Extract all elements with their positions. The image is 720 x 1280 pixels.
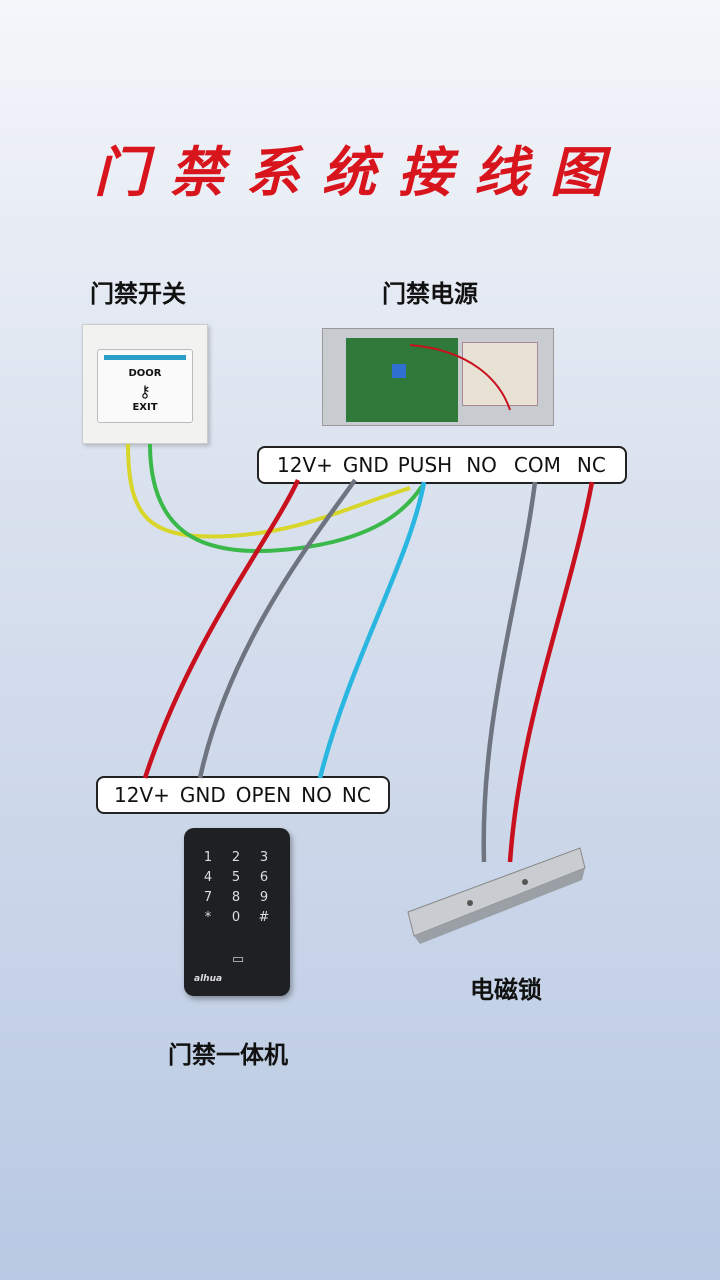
keypad-terminal-12v: 12V+ <box>114 783 170 807</box>
card-reader-icon: ▭ <box>231 952 245 967</box>
keypad-terminal-nc: NC <box>341 783 371 807</box>
exit-switch-stripe <box>104 355 186 360</box>
keypad-label: 门禁一体机 <box>168 1041 288 1069</box>
power-supply-component <box>392 364 406 378</box>
power-supply-label: 门禁电源 <box>382 280 478 308</box>
keypad-key: # <box>258 910 270 925</box>
keypad-key: 3 <box>259 850 269 865</box>
power-supply-board <box>346 338 458 422</box>
keypad-terminal-open: OPEN <box>235 783 292 807</box>
door-text: DOOR <box>128 368 162 379</box>
keypad-key: 7 <box>203 890 213 905</box>
keypad-key: * <box>204 910 212 925</box>
exit-switch-label: 门禁开关 <box>90 280 186 308</box>
power-supply-unit <box>322 318 554 426</box>
wire-12v-red <box>142 479 301 779</box>
keypad-key: 5 <box>231 870 241 885</box>
diagram-title: 门禁系统接线图 <box>94 140 626 204</box>
wire-internal-red <box>409 344 511 411</box>
power-terminal-push: PUSH <box>397 453 453 477</box>
exit-text: EXIT <box>132 402 158 413</box>
power-terminal-no: NO <box>466 453 497 477</box>
wire-com-gray <box>481 481 538 863</box>
keypad-key: 4 <box>203 870 213 885</box>
keypad-key: 1 <box>203 850 213 865</box>
keypad-brand-logo: alhua <box>194 974 223 984</box>
magnetic-lock <box>407 847 586 944</box>
power-terminal-12v: 12V+ <box>277 453 333 477</box>
power-terminal-gnd: GND <box>342 453 389 477</box>
power-terminal-strip: 12V+ GND PUSH NO COM NC <box>257 446 627 484</box>
wire-switch-green <box>148 443 424 554</box>
power-terminal-nc: NC <box>576 453 606 477</box>
wire-nc-red <box>507 481 595 863</box>
keypad-key: 9 <box>259 890 269 905</box>
power-terminal-com: COM <box>513 453 561 477</box>
keypad-key: 0 <box>231 910 241 925</box>
exit-switch: DOOR ⚷ EXIT <box>82 324 208 444</box>
access-control-keypad: 1 2 3 4 5 6 7 8 9 * 0 # ▭ alhua <box>184 828 290 996</box>
exit-switch-button: DOOR ⚷ EXIT <box>97 349 193 423</box>
wire-push-blue <box>317 481 427 779</box>
keypad-key: 2 <box>231 850 241 865</box>
magnetic-lock-label: 电磁锁 <box>470 976 542 1004</box>
keypad-terminal-gnd: GND <box>179 783 226 807</box>
keypad-terminal-no: NO <box>301 783 332 807</box>
keypad-key: 6 <box>259 870 269 885</box>
keypad-key: 8 <box>231 890 241 905</box>
key-icon: ⚷ <box>139 382 151 401</box>
wire-switch-yellow <box>126 443 411 539</box>
wire-gnd-gray <box>197 478 357 779</box>
keypad-terminal-strip: 12V+ GND OPEN NO NC <box>96 776 390 814</box>
transformer <box>462 342 538 406</box>
